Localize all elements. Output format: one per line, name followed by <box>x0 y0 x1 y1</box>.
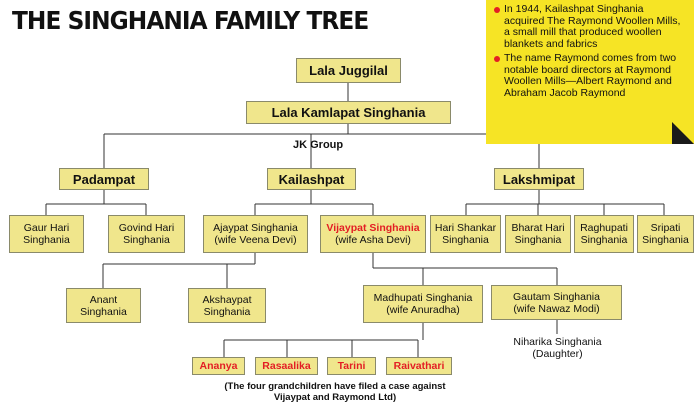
node-lala-kamlapat-singhania: Lala Kamlapat Singhania <box>246 101 451 124</box>
node-akshaypat-singhania: Akshaypat Singhania <box>188 288 266 323</box>
grandchildren-footnote: (The four grandchildren have filed a cas… <box>224 381 446 403</box>
node-line-2: Singhania <box>442 234 489 246</box>
node-line-1: Sripati <box>650 222 681 234</box>
node-bharat-hari-singhania: Bharat Hari Singhania <box>505 215 571 253</box>
node-gautam-singhania: Gautam Singhania (wife Nawaz Modi) <box>491 285 622 320</box>
node-line-1: Gautam Singhania <box>513 290 600 303</box>
node-hari-shankar-singhania: Hari Shankar Singhania <box>430 215 501 253</box>
node-line-1: Niharika Singhania <box>513 336 602 348</box>
node-niharika-singhania: Niharika Singhania (Daughter) <box>495 335 620 361</box>
node-ajaypat-singhania: Ajaypat Singhania (wife Veena Devi) <box>203 215 308 253</box>
node-rasaalika: Rasaalika <box>255 357 318 375</box>
node-line-1: Madhupati Singhania <box>373 292 473 304</box>
node-line-1: Akshaypat <box>202 293 252 306</box>
node-line-1: Anant <box>89 293 118 306</box>
node-tarini: Tarini <box>327 357 376 375</box>
node-raghupati-singhania: Raghupati Singhania <box>574 215 634 253</box>
node-line-2: Singhania <box>642 234 689 246</box>
note-text: In 1944, Kailashpat Singhania acquired T… <box>504 3 681 50</box>
page-title: THE SINGHANIA FAMILY TREE <box>12 6 369 35</box>
bullet-icon <box>494 7 500 13</box>
node-line-2: (wife Nawaz Modi) <box>513 302 600 315</box>
note-item: The name Raymond comes from two notable … <box>494 52 684 99</box>
page-fold-icon <box>672 122 694 144</box>
note-item: In 1944, Kailashpat Singhania acquired T… <box>494 3 684 50</box>
node-line-2: Singhania <box>514 234 562 246</box>
node-line-2: Singhania <box>203 305 251 318</box>
node-madhupati-singhania: Madhupati Singhania (wife Anuradha) <box>363 285 483 323</box>
node-line-2: Singhania <box>580 234 628 246</box>
node-line-2: (wife Asha Devi) <box>335 234 411 246</box>
node-sripati-singhania: Sripati Singhania <box>637 215 694 253</box>
node-line-1: Hari Shankar <box>434 222 497 234</box>
node-line-2: Singhania <box>23 234 70 246</box>
node-kailashpat: Kailashpat <box>267 168 356 190</box>
node-line-2: (wife Anuradha) <box>386 304 460 316</box>
node-line-1: Vijaypat Singhania <box>326 222 420 234</box>
node-line-1: Ajaypat Singhania <box>213 222 298 234</box>
node-line-2: (wife Veena Devi) <box>214 234 297 246</box>
jk-group-label: JK Group <box>293 139 344 151</box>
bullet-icon <box>494 56 500 62</box>
node-line-1: Govind Hari <box>118 222 175 234</box>
node-vijaypat-singhania: Vijaypat Singhania (wife Asha Devi) <box>320 215 426 253</box>
node-line-1: Gaur Hari <box>23 222 70 234</box>
node-line-2: Singhania <box>80 305 127 318</box>
node-govind-hari-singhania: Govind Hari Singhania <box>108 215 185 253</box>
node-ananya: Ananya <box>192 357 245 375</box>
node-line-1: Raghupati <box>580 222 628 234</box>
node-gaur-hari-singhania: Gaur Hari Singhania <box>9 215 84 253</box>
node-lakshmipat: Lakshmipat <box>494 168 584 190</box>
note-text: The name Raymond comes from two notable … <box>504 52 677 99</box>
node-line-1: Bharat Hari <box>511 222 565 234</box>
info-note-panel: In 1944, Kailashpat Singhania acquired T… <box>486 0 694 144</box>
node-lala-juggilal: Lala Juggilal <box>296 58 401 83</box>
node-line-2: (Daughter) <box>532 348 583 360</box>
node-padampat: Padampat <box>59 168 149 190</box>
node-anant-singhania: Anant Singhania <box>66 288 141 323</box>
node-raivathari: Raivathari <box>386 357 452 375</box>
node-line-2: Singhania <box>123 234 170 246</box>
